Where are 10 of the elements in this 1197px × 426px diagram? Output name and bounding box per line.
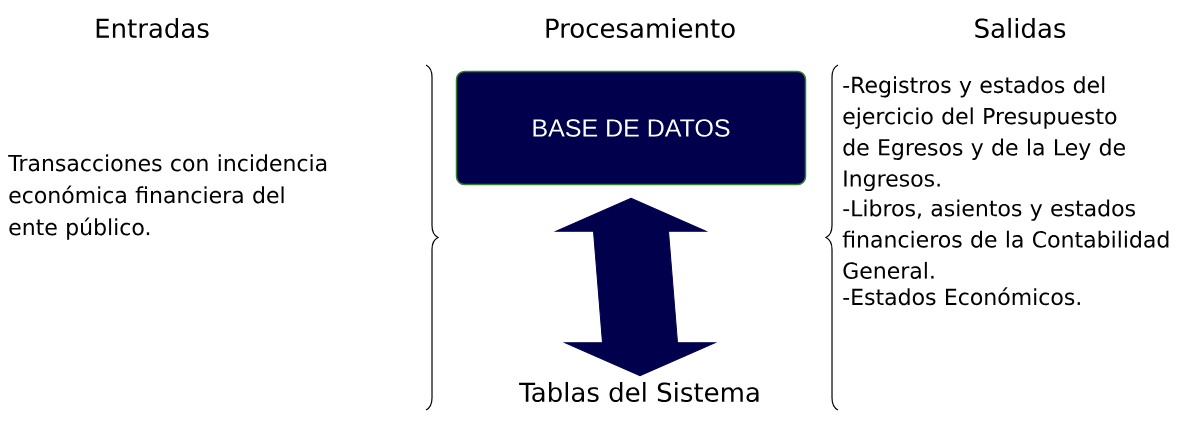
column-heading: Procesamiento bbox=[546, 17, 735, 39]
column-heading: Entradas bbox=[96, 17, 209, 39]
output-text: -Libros, asientos y estados financieros de la Contabilidad General. bbox=[842, 199, 1169, 279]
double-arrow bbox=[555, 197, 716, 377]
input-text: Transacciones con incidencia económica financiera del ente público. bbox=[8, 154, 327, 240]
system-tables-text: Tablas del Sistema bbox=[519, 381, 759, 403]
column-heading: Salidas bbox=[975, 17, 1066, 39]
output-text: -Registros y estados del ejercicio del Presupuesto de Egresos y de la Ley de Ingresos. bbox=[843, 76, 1125, 192]
output-text: -Estados Económicos. bbox=[843, 287, 1080, 306]
database-box: BASE DE DATOS bbox=[455, 70, 807, 186]
